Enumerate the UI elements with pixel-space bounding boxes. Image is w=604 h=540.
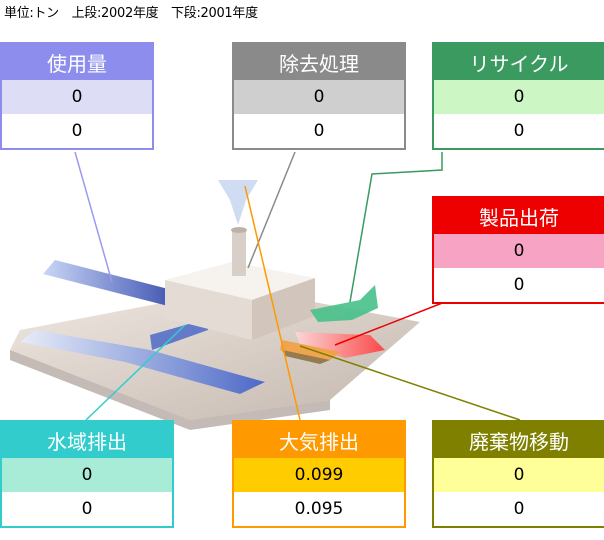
removal-title: 除去処理 <box>234 44 404 80</box>
usage-connector <box>74 151 113 283</box>
recycle-arrow <box>310 285 378 322</box>
shipment-item <box>295 332 385 358</box>
water-connector <box>85 324 186 421</box>
shipment-connector <box>334 299 451 346</box>
smoke-funnel <box>218 180 258 225</box>
usage-value-2001: 0 <box>2 114 152 148</box>
building-top <box>165 262 315 300</box>
floor-shadow <box>10 350 330 430</box>
inlet-pipe <box>43 260 180 306</box>
building-front <box>165 280 252 340</box>
water-box: 水域排出 0 0 <box>0 420 174 528</box>
shipment-value-2002: 0 <box>434 234 604 268</box>
transfer-box: 廃棄物移動 0 0 <box>432 420 604 528</box>
transfer-value-2001: 0 <box>434 492 604 526</box>
usage-title: 使用量 <box>2 44 152 80</box>
drain-pipe <box>150 318 210 350</box>
water-channel <box>20 330 265 394</box>
recycle-connector <box>349 152 443 303</box>
air-title: 大気排出 <box>234 422 404 458</box>
water-value-2002: 0 <box>2 458 172 492</box>
recycle-value-2001: 0 <box>434 114 604 148</box>
air-value-2001: 0.095 <box>234 492 404 526</box>
shipment-box: 製品出荷 0 0 <box>432 196 604 304</box>
removal-box: 除去処理 0 0 <box>232 42 406 150</box>
removal-value-2002: 0 <box>234 80 404 114</box>
chimney <box>232 230 246 276</box>
shipment-value-2001: 0 <box>434 268 604 302</box>
transfer-title: 廃棄物移動 <box>434 422 604 458</box>
air-connector <box>244 185 301 421</box>
chimney-top <box>231 227 247 233</box>
building-side <box>252 278 315 340</box>
unit-note: 単位:トン 上段:2002年度 下段:2001年度 <box>4 6 258 21</box>
transfer-value-2002: 0 <box>434 458 604 492</box>
water-value-2001: 0 <box>2 492 172 526</box>
shipment-title: 製品出荷 <box>434 198 604 234</box>
transfer-connector <box>299 345 521 421</box>
recycle-box: リサイクル 0 0 <box>432 42 604 150</box>
usage-value-2002: 0 <box>2 80 152 114</box>
recycle-value-2002: 0 <box>434 80 604 114</box>
air-box: 大気排出 0.099 0.095 <box>232 420 406 528</box>
usage-box: 使用量 0 0 <box>0 42 154 150</box>
removal-connector <box>247 151 296 269</box>
removal-value-2001: 0 <box>234 114 404 148</box>
water-title: 水域排出 <box>2 422 172 458</box>
waste-item-dark <box>282 350 330 364</box>
recycle-title: リサイクル <box>434 44 604 80</box>
air-value-2002: 0.099 <box>234 458 404 492</box>
